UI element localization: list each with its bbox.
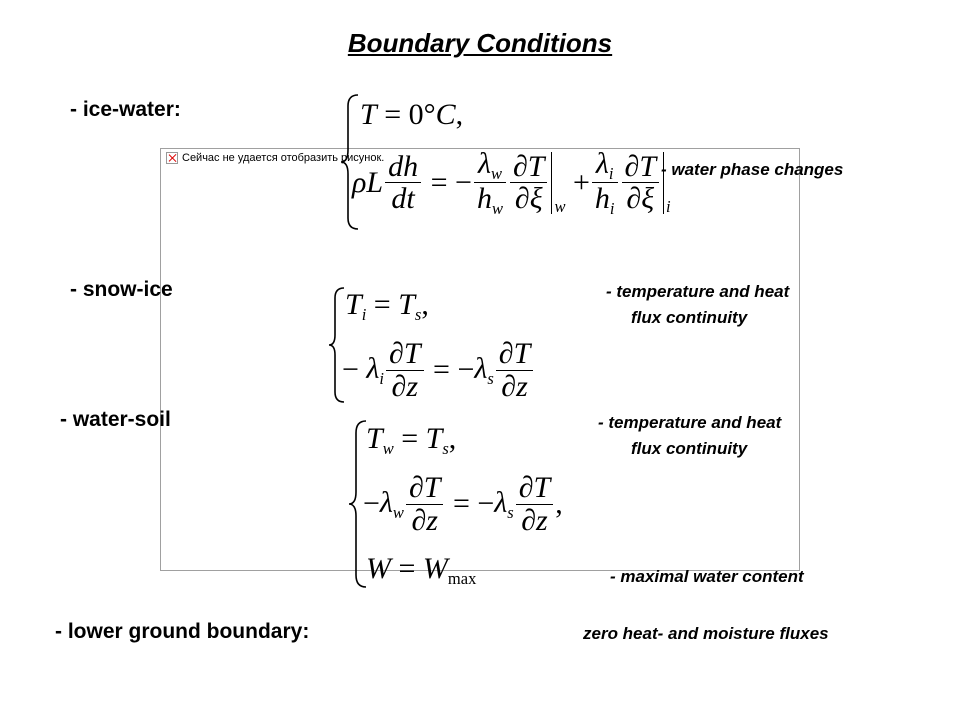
brace-water-soil — [348, 420, 367, 588]
note-water-soil-line2: flux continuity — [631, 439, 748, 458]
note-maximal-water-content: - maximal water content — [610, 567, 804, 586]
eq-water-soil-flux: −λw ∂T∂z = −λs ∂T∂z , — [363, 471, 563, 537]
eq-water-soil-temperature: Tw = Ts, — [366, 422, 457, 458]
broken-image-icon — [166, 152, 178, 164]
label-snow-ice: - snow-ice — [70, 278, 173, 301]
label-lower-ground-boundary: - lower ground boundary: — [55, 620, 310, 643]
image-placeholder: Сейчас не удается отобразить рисунок. — [166, 152, 384, 164]
image-placeholder-text: Сейчас не удается отобразить рисунок. — [182, 152, 385, 164]
note-snow-ice-line2: flux continuity — [631, 308, 748, 327]
brace-ice-water — [340, 94, 359, 230]
note-zero-fluxes: zero heat- and moisture fluxes — [583, 624, 829, 643]
image-placeholder-frame — [160, 148, 800, 571]
slide-title: Boundary Conditions — [347, 28, 613, 58]
label-water-soil: - water-soil — [60, 408, 171, 431]
eq-water-soil-max-content: W = Wmax — [366, 552, 477, 588]
note-water-soil-line1: - temperature and heat — [598, 413, 782, 432]
eq-ice-water-temperature: T = 0°C, — [360, 98, 464, 131]
eq-snow-ice-flux: − λi ∂T∂z = −λs ∂T∂z — [342, 338, 535, 402]
label-ice-water: - ice-water: — [70, 98, 181, 121]
note-snow-ice-line1: - temperature and heat — [606, 282, 790, 301]
note-water-phase-changes: - water phase changes — [661, 160, 844, 179]
brace-snow-ice — [328, 287, 345, 403]
eq-snow-ice-temperature: Ti = Ts, — [345, 288, 429, 324]
